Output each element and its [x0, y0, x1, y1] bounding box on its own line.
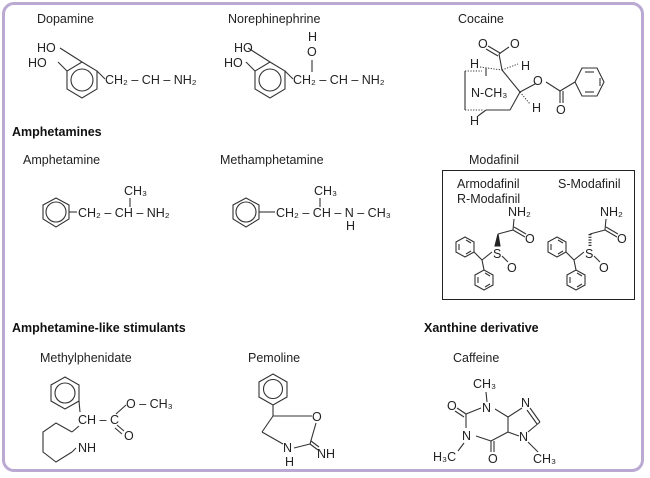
norepi-ho2: HO	[224, 56, 243, 70]
amphetamine-structure: CH₂ – CH – NH₂ CH₃	[42, 184, 170, 228]
amphetamine-label: Amphetamine	[23, 153, 101, 167]
armod-so: O	[507, 261, 517, 275]
dopamine-ho1: HO	[37, 41, 56, 55]
caffeine-ch3-top: CH₃	[473, 377, 496, 391]
cocaine-h1: H	[470, 57, 479, 71]
caffeine-ch3-br: CH₃	[533, 452, 556, 466]
caffeine-label: Caffeine	[453, 351, 500, 365]
caffeine-o2: O	[488, 452, 498, 466]
amphetamine-chain: CH₂ – CH – NH₂	[78, 206, 170, 220]
cocaine-h2: H	[521, 59, 530, 73]
cocaine-o4: O	[556, 103, 566, 117]
caffeine-o1: O	[447, 399, 457, 413]
pemoline-label: Pemoline	[248, 351, 301, 365]
methylphenidate-structure: CH – C O – CH₃ O NH	[42, 376, 173, 463]
aromatic-circle	[70, 68, 94, 92]
armodafinil-label: Armodafinil	[457, 177, 520, 191]
pemoline-nh: NH	[317, 447, 335, 461]
s-modafinil-structure: NH₂ O S O	[547, 205, 627, 291]
caffeine-h3c: H₃C	[433, 450, 456, 464]
mph-och3: O – CH₃	[126, 397, 173, 411]
dopamine-chain: CH₂ – CH – NH₂	[105, 73, 197, 87]
amphetamine-ch3: CH₃	[124, 184, 147, 198]
cocaine-o2: O	[510, 37, 520, 51]
caffeine-n4: N	[519, 430, 528, 444]
cocaine-nme: N-CH₃	[471, 86, 507, 100]
caffeine-n1: N	[482, 401, 491, 415]
cocaine-h4: H	[532, 101, 541, 115]
section-amphetamines: Amphetamines	[12, 125, 102, 139]
caffeine-structure: CH₃ N O N N N O H₃C CH₃	[433, 377, 556, 466]
smod-nh2: NH₂	[600, 205, 623, 219]
cocaine-structure: O O H H N-CH₃ H O H O	[464, 37, 605, 128]
cocaine-h3: H	[470, 114, 479, 128]
smod-s: S	[585, 247, 593, 261]
armodafinil-structure: NH₂ O S O	[455, 205, 535, 291]
section-xanthine: Xanthine derivative	[424, 321, 539, 335]
mph-o: O	[124, 429, 134, 443]
mph-nh: NH	[78, 441, 96, 455]
meth-ch3: CH₃	[314, 184, 337, 198]
norepi-h: H	[308, 30, 317, 44]
armod-nh2: NH₂	[508, 205, 531, 219]
s-modafinil-label: S-Modafinil	[558, 177, 621, 191]
caffeine-n2: N	[462, 429, 471, 443]
pemoline-h: H	[285, 455, 294, 469]
pemoline-n: N	[283, 441, 292, 455]
meth-nh: H	[346, 219, 355, 233]
armod-o: O	[525, 232, 535, 246]
norepi-ho1: HO	[234, 41, 253, 55]
section-amphetamine-like: Amphetamine-like stimulants	[12, 321, 186, 335]
norepi-o: O	[307, 45, 317, 59]
cocaine-o1: O	[478, 37, 488, 51]
methamphetamine-structure: CH₂ – CH – N – CH₃ CH₃ H	[232, 184, 391, 233]
methamphetamine-label: Methamphetamine	[220, 153, 324, 167]
norepinephrine-structure: HO HO CH₂ – CH – NH₂ H O	[224, 30, 385, 99]
figure-frame	[2, 2, 644, 472]
norepinephrine-label: Norephinephrine	[228, 12, 321, 26]
pemoline-structure: O N H NH	[258, 373, 335, 469]
r-modafinil-label: R-Modafinil	[457, 192, 521, 206]
pemoline-o: O	[312, 410, 322, 424]
armod-s: S	[493, 247, 501, 261]
dopamine-label: Dopamine	[37, 12, 94, 26]
methylphenidate-label: Methylphenidate	[40, 351, 132, 365]
dopamine-structure: HO HO CH₂ – CH – NH₂	[28, 41, 197, 99]
cocaine-label: Cocaine	[458, 12, 504, 26]
smod-so: O	[599, 261, 609, 275]
cocaine-o3: O	[533, 74, 543, 88]
caffeine-n3: N	[521, 396, 530, 410]
norepi-chain: CH₂ – CH – NH₂	[293, 73, 385, 87]
mph-ch: CH – C	[78, 413, 119, 427]
meth-chain: CH₂ – CH – N – CH₃	[276, 206, 391, 220]
smod-o: O	[617, 232, 627, 246]
modafinil-box	[442, 170, 635, 300]
modafinil-label: Modafinil	[469, 153, 520, 167]
dopamine-ho2: HO	[28, 56, 47, 70]
